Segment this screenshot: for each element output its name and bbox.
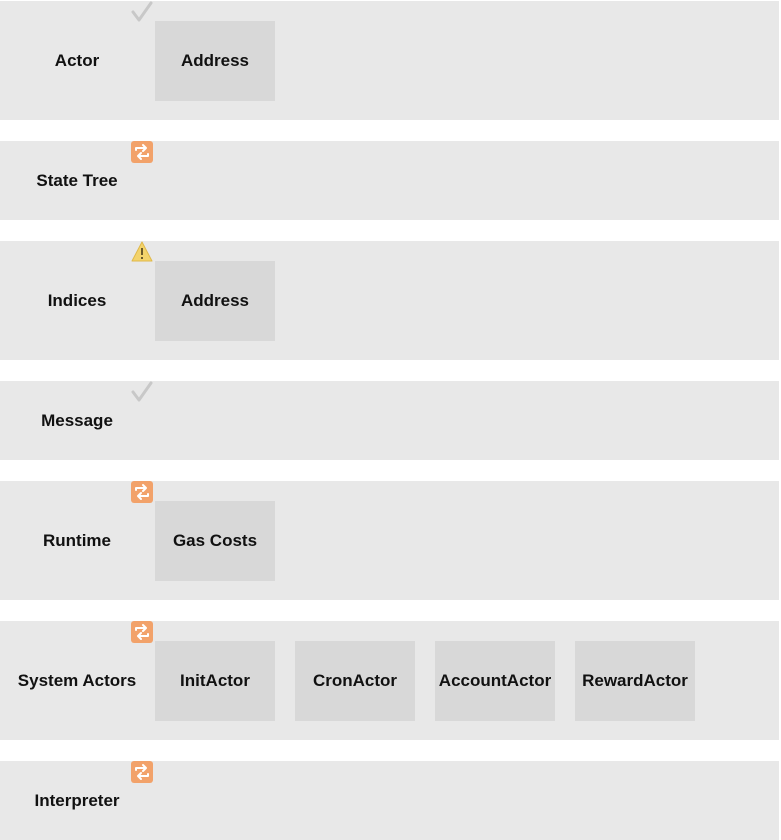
box-gas-costs: Gas Costs [155, 501, 275, 581]
box-account-actor: AccountActor [435, 641, 555, 721]
repeat-icon [131, 141, 153, 163]
row-label: Indices [47, 290, 107, 310]
box-init-actor: InitActor [155, 641, 275, 721]
row-state-tree: State Tree [0, 141, 779, 220]
row-label: State Tree [36, 170, 118, 190]
box-reward-actor: RewardActor [575, 641, 695, 721]
row-label: System Actors [17, 670, 137, 690]
repeat-icon [131, 761, 153, 783]
row-actor: Actor Address [0, 1, 779, 120]
check-icon [131, 1, 153, 23]
row-system-actors: System Actors InitActor CronActor Accoun… [0, 621, 779, 740]
check-icon [131, 381, 153, 403]
row-interpreter: Interpreter [0, 761, 779, 840]
row-runtime: Runtime Gas Costs [0, 481, 779, 600]
row-message: Message [0, 381, 779, 460]
box-address: Address [155, 21, 275, 101]
repeat-icon [131, 481, 153, 503]
row-label: Runtime [43, 530, 111, 550]
warning-icon [131, 241, 153, 263]
row-label: Actor [54, 50, 100, 70]
box-address: Address [155, 261, 275, 341]
row-label: Interpreter [34, 790, 120, 810]
row-indices: Indices Address [0, 241, 779, 360]
box-cron-actor: CronActor [295, 641, 415, 721]
repeat-icon [131, 621, 153, 643]
row-label: Message [41, 410, 113, 430]
